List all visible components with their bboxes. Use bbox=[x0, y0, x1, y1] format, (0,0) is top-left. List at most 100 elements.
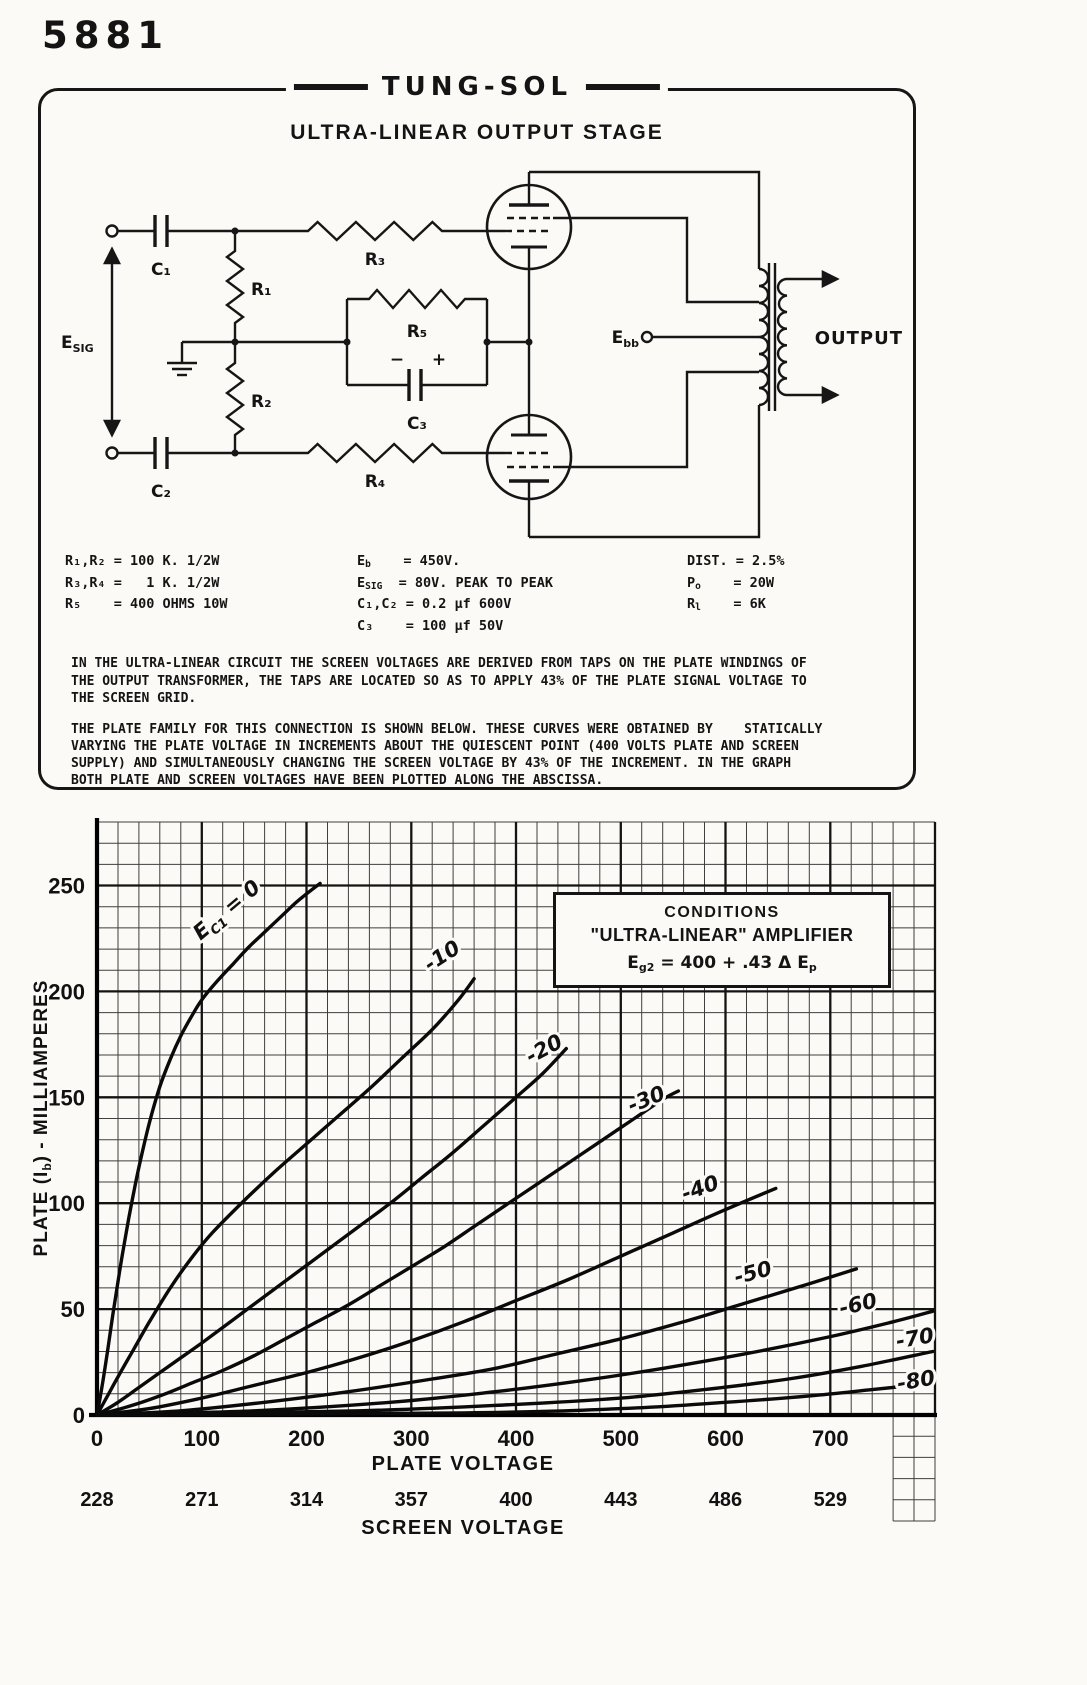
screen-tick-label: 271 bbox=[185, 1489, 218, 1511]
resistor-r5-symbol bbox=[365, 288, 469, 310]
output-label: OUTPUT bbox=[815, 328, 903, 349]
junction-dot bbox=[343, 338, 351, 346]
x-tick-label: 500 bbox=[602, 1426, 639, 1451]
screen-tap-top bbox=[553, 216, 759, 304]
conditions-title: CONDITIONS bbox=[664, 904, 780, 921]
input-terminal-bottom bbox=[105, 446, 119, 460]
secondary-winding bbox=[776, 277, 788, 397]
junction-dot bbox=[231, 338, 239, 346]
component-value: Po = 20W bbox=[687, 574, 775, 592]
junction-dot bbox=[231, 449, 239, 457]
circuit-title: ULTRA-LINEAR OUTPUT STAGE bbox=[290, 121, 664, 144]
curve-label: -50 bbox=[732, 1256, 775, 1289]
note-paragraph: THE PLATE FAMILY FOR THIS CONNECTION IS … bbox=[71, 721, 823, 789]
x-tick-label: 200 bbox=[288, 1426, 325, 1451]
c2-label: C₂ bbox=[151, 482, 171, 502]
screen-tick-labels: 228 271 314 357 400 443 486 529 bbox=[80, 1489, 847, 1511]
y-tick-label: 0 bbox=[73, 1403, 85, 1428]
r5-label: R₅ bbox=[407, 322, 428, 342]
component-value: C₃ = 100 µf 50V bbox=[357, 617, 504, 634]
curve-ec1--60 bbox=[95, 1309, 935, 1417]
component-value: R₁,R₂ = 100 K. 1/2W bbox=[65, 553, 220, 569]
junction-dot bbox=[525, 338, 533, 346]
curve-label: -60 bbox=[837, 1288, 879, 1320]
conditions-equation: Eg2 = 400 + .43 Δ Ep bbox=[627, 953, 817, 974]
junction-dot bbox=[483, 338, 491, 346]
plate-wire-top bbox=[529, 170, 761, 269]
conditions-subtitle: "ULTRA-LINEAR" AMPLIFIER bbox=[590, 925, 854, 945]
plate-family-chart: PLATE VOLTAGE SCREEN VOLTAGE PLATE (Ib) … bbox=[31, 818, 940, 1539]
curve-ec1--20 bbox=[95, 1046, 568, 1417]
y-tick-label: 100 bbox=[48, 1191, 85, 1216]
screen-tick-label: 443 bbox=[604, 1489, 637, 1511]
component-value: DIST. = 2.5% bbox=[687, 553, 785, 569]
curve-ec1--70 bbox=[95, 1349, 935, 1417]
curve-label: -40 bbox=[678, 1170, 722, 1206]
c3-minus-label: − bbox=[390, 350, 404, 370]
x-tick-label: 700 bbox=[812, 1426, 849, 1451]
y-tick-label: 250 bbox=[48, 874, 85, 899]
screen-tick-label: 529 bbox=[814, 1489, 847, 1511]
plate-wire-bottom bbox=[529, 405, 761, 539]
resistor-r3-symbol bbox=[303, 220, 447, 242]
logo-rule-right bbox=[586, 84, 661, 90]
datasheet-box: TUNG-SOL ULTRA-LINEAR OUTPUT STAGE bbox=[38, 72, 916, 790]
grid-patch bbox=[892, 1415, 936, 1522]
tube-upper bbox=[485, 172, 573, 271]
x-axis-title: PLATE VOLTAGE bbox=[372, 1453, 555, 1475]
screen-tick-label: 400 bbox=[499, 1489, 532, 1511]
primary-winding bbox=[758, 267, 770, 407]
curve-ec1--40 bbox=[95, 1186, 778, 1417]
screen-axis-title: SCREEN VOLTAGE bbox=[361, 1517, 565, 1539]
y-tick-label: 150 bbox=[48, 1085, 85, 1110]
component-value: Eb = 450V. bbox=[357, 553, 461, 570]
screen-tick-label: 314 bbox=[290, 1489, 324, 1511]
r2-label: R₂ bbox=[251, 392, 272, 412]
note-paragraph: IN THE ULTRA-LINEAR CIRCUIT THE SCREEN V… bbox=[71, 656, 807, 706]
c3-label: C₃ bbox=[407, 414, 427, 434]
circuit-schematic: ESIG C₁ C₂ R₁ R₂ R₃ R₄ R₅ − + C₃ Ebb OUT… bbox=[61, 170, 903, 539]
curve-label: -20 bbox=[522, 1029, 567, 1068]
x-tick-label: 300 bbox=[393, 1426, 430, 1451]
x-tick-label: 0 bbox=[91, 1426, 103, 1451]
r1-label: R₁ bbox=[251, 280, 272, 300]
logo-rule-left bbox=[293, 84, 368, 90]
r3-label: R₃ bbox=[365, 250, 386, 270]
junction-dot bbox=[231, 227, 239, 235]
screen-tick-label: 486 bbox=[709, 1489, 742, 1511]
c1-label: C₁ bbox=[151, 260, 171, 280]
curve-ec1--50 bbox=[95, 1267, 859, 1417]
y-tick-label: 200 bbox=[48, 979, 85, 1004]
tube-type-number: 5881 bbox=[42, 14, 169, 57]
curve-label: -70 bbox=[894, 1323, 936, 1353]
curve-label: -30 bbox=[624, 1081, 668, 1117]
x-tick-label: 400 bbox=[498, 1426, 535, 1451]
brand-logo: TUNG-SOL bbox=[285, 72, 669, 102]
component-value: ESIG = 80V. PEAK TO PEAK bbox=[357, 574, 553, 592]
resistor-r2-symbol bbox=[225, 359, 245, 439]
esig-label: ESIG bbox=[61, 333, 94, 355]
tube-lower bbox=[485, 413, 573, 537]
c3-plus-label: + bbox=[432, 350, 446, 370]
component-value: R₃,R₄ = 1 K. 1/2W bbox=[65, 574, 220, 591]
screen-tap-bottom bbox=[553, 370, 759, 469]
conditions-box: CONDITIONS "ULTRA-LINEAR" AMPLIFIER Eg2 … bbox=[553, 892, 891, 988]
screen-tick-label: 228 bbox=[80, 1489, 113, 1511]
curve-label: -80 bbox=[895, 1365, 937, 1395]
ebb-terminal bbox=[640, 330, 654, 344]
curve-ec1--80 bbox=[95, 1381, 935, 1417]
component-value: Rl = 6K bbox=[687, 596, 766, 614]
x-tick-label: 600 bbox=[707, 1426, 744, 1451]
input-terminal-top bbox=[105, 224, 119, 238]
screen-tick-label: 357 bbox=[395, 1489, 428, 1511]
r4-label: R₄ bbox=[365, 472, 386, 492]
plate-family-section: PLATE VOLTAGE SCREEN VOLTAGE PLATE (Ib) … bbox=[25, 812, 1070, 1582]
description-notes: IN THE ULTRA-LINEAR CIRCUIT THE SCREEN V… bbox=[71, 655, 887, 789]
curve-ec1--10 bbox=[95, 977, 476, 1417]
output-transformer bbox=[758, 263, 840, 411]
curve-ec1-0 bbox=[95, 881, 322, 1417]
